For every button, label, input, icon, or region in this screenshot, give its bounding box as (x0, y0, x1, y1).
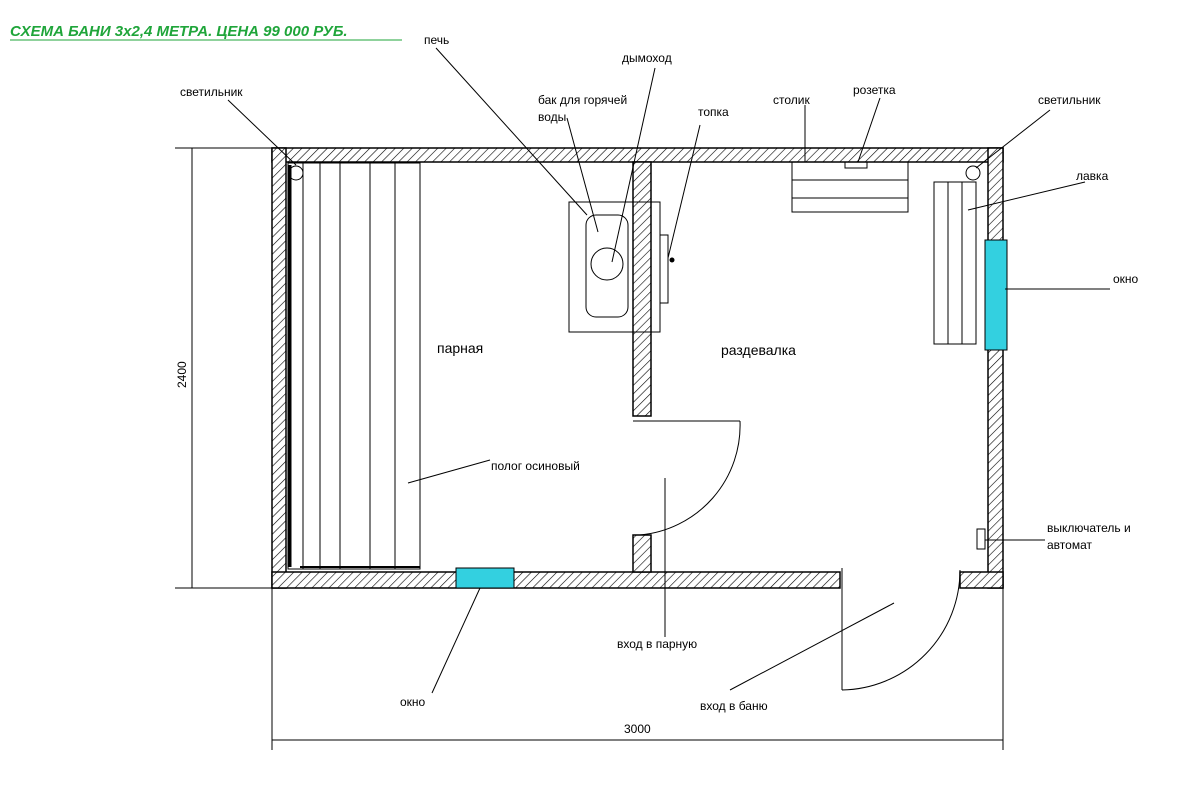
stove-label: печь (424, 33, 449, 47)
leader-lines (227, 47, 1110, 694)
steam-entry-label: вход в парную (617, 637, 697, 651)
firebox-label: топка (698, 105, 729, 119)
light-right-icon (965, 165, 981, 181)
steam-room-door (633, 420, 741, 536)
window-bottom (455, 567, 515, 589)
wall-top (271, 147, 1004, 163)
entrance-door (841, 568, 961, 691)
window-right-label: окно (1113, 272, 1139, 286)
water-tank-label-1: бак для горячей (538, 93, 627, 107)
switch-icon (976, 528, 986, 550)
bath-entry-label: вход в баню (700, 699, 768, 713)
partition-upper (632, 161, 652, 417)
steam-room-label: парная (437, 340, 483, 356)
bench-label: лавка (1076, 169, 1109, 183)
switch-label-2: автомат (1047, 538, 1092, 552)
wall-bottom-left (271, 571, 841, 589)
window-bottom-label: окно (400, 695, 426, 709)
height-dimension (175, 147, 272, 589)
height-dimension-label: 2400 (175, 361, 189, 388)
light-right-label: светильник (1038, 93, 1101, 107)
bench (933, 181, 977, 345)
switch-label-1: выключатель и (1047, 521, 1131, 535)
wall-left (271, 147, 287, 589)
table (791, 161, 909, 213)
wall-right (987, 147, 1004, 589)
partition-lower (632, 534, 652, 573)
water-tank-label-2: воды (538, 110, 566, 124)
shelf (287, 162, 421, 570)
light-left-label: светильник (180, 85, 243, 99)
plan-title: СХЕМА БАНИ 3х2,4 МЕТРА. ЦЕНА 99 000 РУБ. (10, 23, 348, 40)
chimney-label: дымоход (622, 51, 672, 65)
width-dimension (271, 588, 1004, 750)
shelf-label: полог осиновый (491, 459, 580, 473)
table-label: столик (773, 93, 810, 107)
stove (568, 201, 675, 333)
wall-bottom-right (959, 571, 1004, 589)
width-dimension-label: 3000 (624, 722, 651, 736)
socket-label: розетка (853, 83, 896, 97)
changing-room-label: раздевалка (721, 342, 796, 358)
window-right (984, 239, 1008, 351)
